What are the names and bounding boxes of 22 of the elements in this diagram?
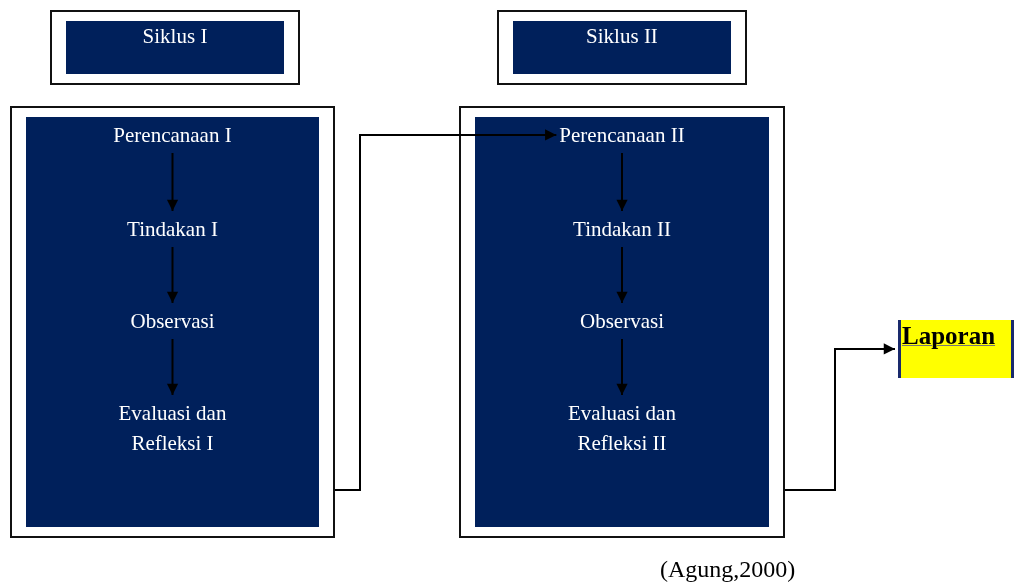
citation: (Agung,2000) xyxy=(660,556,796,583)
step-label: Tindakan II xyxy=(573,214,671,244)
step-label: Evaluasi dan Refleksi II xyxy=(542,398,702,458)
arrow xyxy=(616,152,628,212)
step-label: Evaluasi dan Refleksi I xyxy=(92,398,253,458)
arrow xyxy=(166,338,179,396)
step-label: Perencanaan II xyxy=(559,120,685,150)
step-label: Observasi xyxy=(580,306,664,336)
cycle-panel xyxy=(459,106,785,538)
step-label: Perencanaan I xyxy=(113,120,232,150)
step-label: Tindakan I xyxy=(127,214,218,244)
step-label: Observasi xyxy=(130,306,215,336)
highlighted-label: Laporan xyxy=(898,320,1014,378)
arrow xyxy=(616,338,628,396)
arrow xyxy=(334,129,558,491)
cycle-panel xyxy=(10,106,335,538)
arrow xyxy=(166,246,179,304)
arrow xyxy=(784,343,896,491)
arrow xyxy=(616,246,628,304)
cycle-title-box: Siklus I xyxy=(50,10,300,85)
arrow xyxy=(166,152,179,212)
cycle-title-box: Siklus II xyxy=(497,10,747,85)
